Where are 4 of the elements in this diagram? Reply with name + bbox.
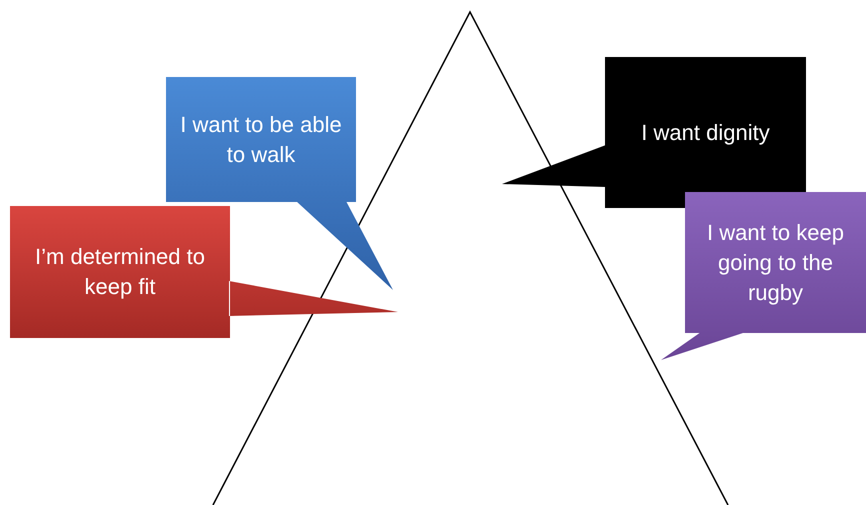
bubble-text: I want dignity <box>641 118 770 147</box>
bubble-text: I’m determined to keep fit <box>34 243 206 301</box>
bubble-text: I want to be able to walk <box>179 110 343 168</box>
bubble-text: I want to keep going to the rugby <box>706 218 845 307</box>
